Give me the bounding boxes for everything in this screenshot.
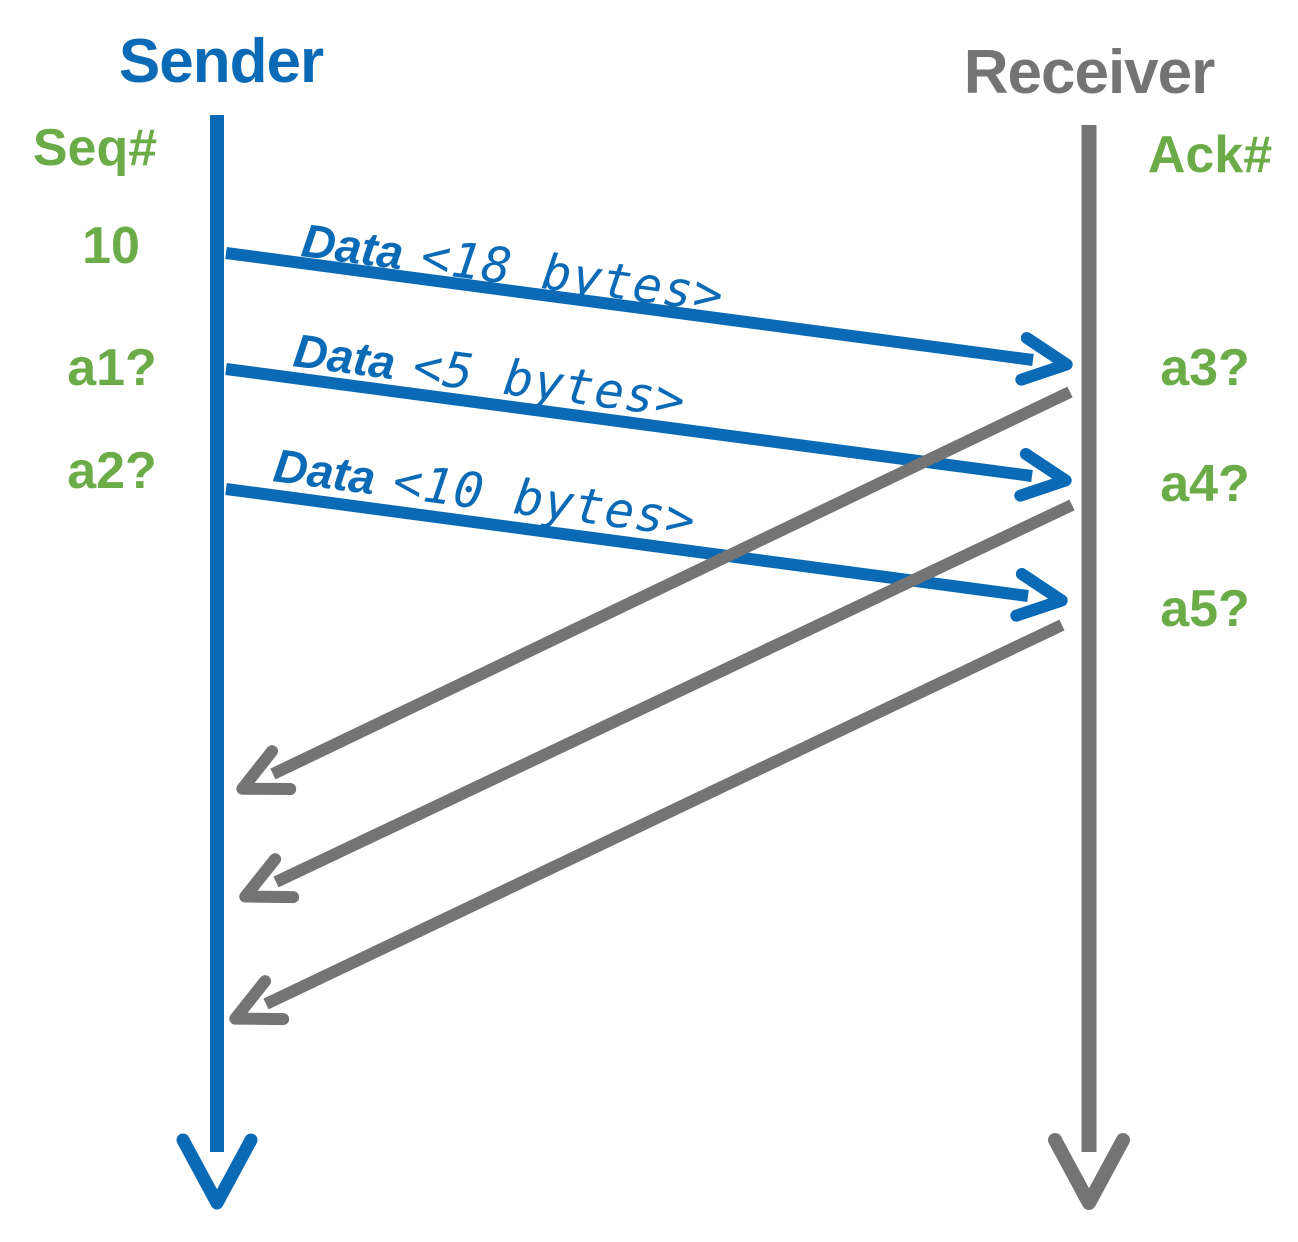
message-label-2: Data <5 bytes> — [290, 321, 689, 429]
seq-value-2: a1? — [67, 339, 157, 397]
seq-value-1: 10 — [82, 217, 140, 275]
ack-arrow-3 — [229, 619, 1065, 1026]
receiver-lifeline-arrowhead-icon — [1048, 1133, 1130, 1210]
data-arrow-2 — [225, 363, 1072, 502]
sender-lifeline-arrowhead-icon — [176, 1133, 258, 1210]
ack-arrow-1 — [236, 386, 1073, 796]
ack-axis-label: Ack# — [1148, 126, 1272, 184]
ack-value-2: a4? — [1160, 455, 1250, 513]
message-label-1: Data <18 bytes> — [298, 211, 727, 324]
ack-arrows — [229, 386, 1075, 1026]
ack-value-1: a3? — [1160, 339, 1250, 397]
data-arrow-1 — [225, 247, 1073, 386]
message-labels: Data <18 bytes> Data <5 bytes> Data <10 … — [270, 211, 728, 549]
message-label-3: Data <10 bytes> — [270, 436, 699, 549]
ack-column: Ack# a3? a4? a5? — [1148, 126, 1272, 638]
receiver-title: Receiver — [964, 38, 1215, 107]
sender-title: Sender — [119, 27, 324, 96]
message-1-payload: <18 bytes> — [418, 227, 728, 324]
data-arrow-3 — [225, 483, 1068, 622]
ack-arrow-2 — [239, 499, 1075, 904]
ack-value-3: a5? — [1160, 580, 1250, 638]
seq-column: Seq# 10 a1? a2? — [33, 119, 157, 500]
message-2-prefix: Data — [291, 323, 399, 389]
sender-lifeline — [176, 115, 258, 1210]
receiver-lifeline — [1048, 125, 1130, 1210]
seq-value-3: a2? — [67, 442, 157, 500]
data-arrows — [225, 247, 1073, 622]
seq-axis-label: Seq# — [33, 119, 157, 177]
